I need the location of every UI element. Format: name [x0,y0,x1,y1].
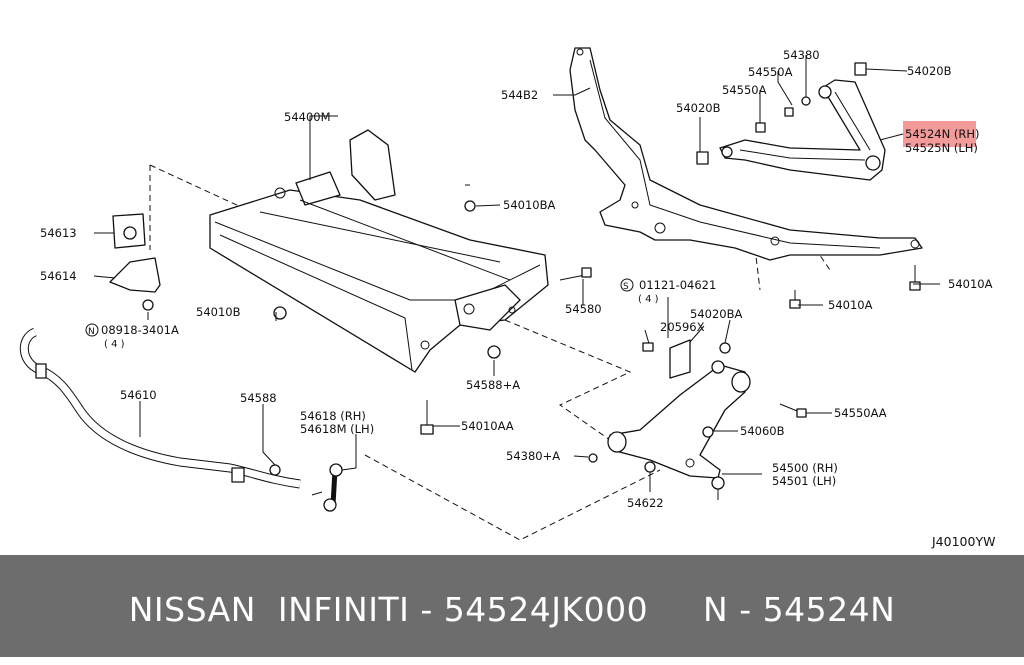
label-544b2: 544B2 [501,88,538,102]
lower-control-arm [607,339,751,500]
label-54618m-lh: 54618M (LH) [300,422,374,436]
callout-labels: 544B2 54400M 54380 54550A 54550A 54020B … [40,48,993,510]
label-54010aa: 54010AA [461,419,514,433]
label-54580: 54580 [565,302,602,316]
leader-lines [93,55,940,492]
label-54020b-left: 54020B [676,101,721,115]
label-54610: 54610 [120,388,157,402]
label-54525n: 54525N (LH) [905,141,978,155]
diagram-code: J40100YW [931,534,995,549]
label-54010b: 54010B [196,305,241,319]
upper-frame-member [569,47,923,261]
label-54550aa: 54550AA [834,406,887,420]
label-01121-qty: ( 4 ) [638,294,659,305]
label-01121-04621: 01121-04621 [639,278,716,292]
label-54380: 54380 [783,48,820,62]
label-54588: 54588 [240,391,277,405]
target-part-highlight [903,121,976,147]
label-54501-lh: 54501 (LH) [772,474,836,488]
front-crossmember [209,129,549,373]
bushing-and-clamp [109,213,161,311]
upper-link-arm [719,79,886,181]
label-54500-rh: 54500 (RH) [772,461,838,475]
label-54524n-target: 54524N (RH) [905,127,979,141]
label-54622: 54622 [627,496,664,510]
label-54613: 54613 [40,226,77,240]
label-54010ba: 54010BA [503,198,555,212]
part-number-caption: NISSAN INFINITI - 54524JK000 N - 54524N [128,590,896,629]
s-symbol-icon: S [620,278,634,292]
s-symbol-letter: S [623,282,629,292]
label-20596x: 20596X [660,320,705,334]
label-54614: 54614 [40,269,77,283]
stabilizer-bar [19,327,301,489]
label-54060b: 54060B [740,424,785,438]
label-54588a: 54588+A [466,378,520,392]
label-54010a-center: 54010A [828,298,873,312]
label-54618-rh: 54618 (RH) [300,409,366,423]
label-54400m: 54400M [284,110,331,124]
stabilizer-link [323,463,357,512]
label-54550a-lower: 54550A [722,83,767,97]
label-54380a: 54380+A [506,449,560,463]
n-symbol-letter: N [88,327,95,337]
label-54550a-upper: 54550A [748,65,793,79]
label-54020b-right: 54020B [907,64,952,78]
suspension-exploded-diagram: 544B2 54400M 54380 54550A 54550A 54020B … [19,47,995,549]
label-08918-qty: ( 4 ) [104,339,125,350]
label-08918-3401a: 08918-3401A [101,323,179,337]
label-54010a-right: 54010A [948,277,993,291]
label-54020ba: 54020BA [690,307,742,321]
footer-banner: NISSAN INFINITI - 54524JK000 N - 54524N [0,555,1024,657]
n-symbol-icon: N [85,323,99,337]
